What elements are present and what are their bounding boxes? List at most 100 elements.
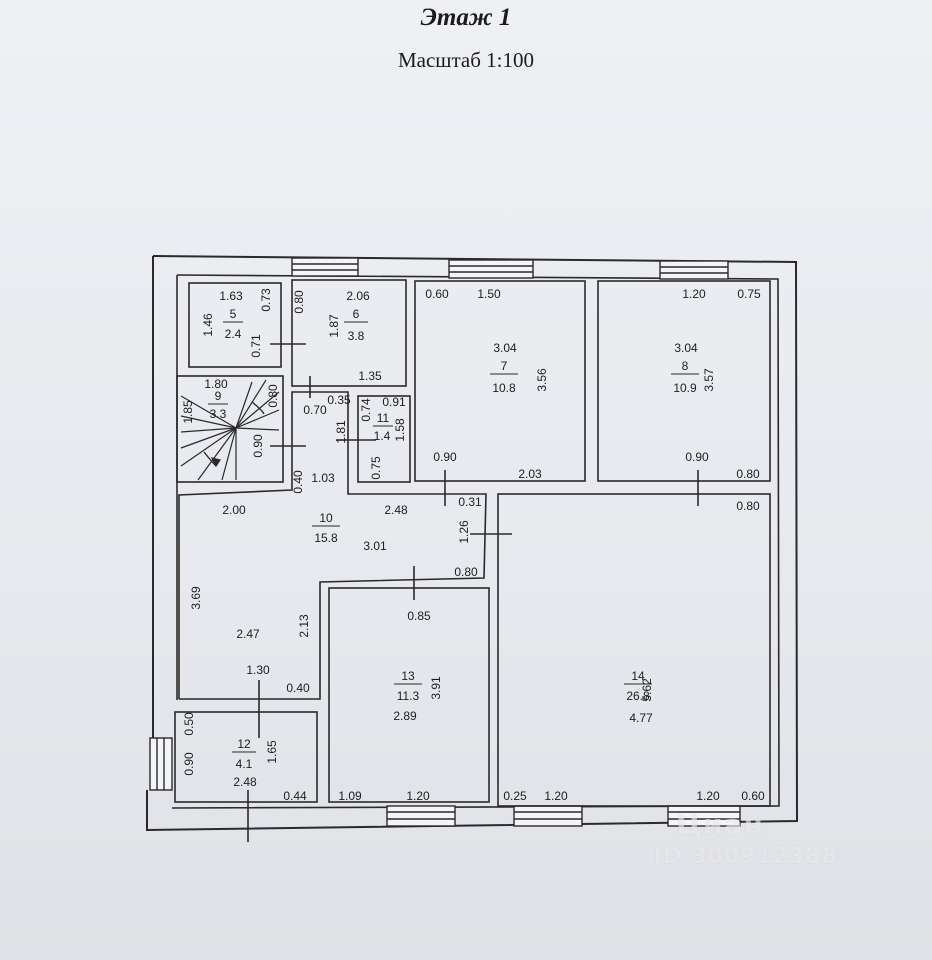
scale-label: Масштаб 1:100 xyxy=(397,48,534,72)
dim-label: 1.09 xyxy=(338,789,362,803)
window-room-12 xyxy=(149,737,173,791)
room-11-outline xyxy=(357,395,411,483)
dim-label: 1.58 xyxy=(393,418,407,442)
room-10-number: 10 xyxy=(319,511,333,525)
room-6-area: 3.8 xyxy=(348,329,365,343)
dim-label: 1.03 xyxy=(311,471,335,485)
room-9-area: 3.3 xyxy=(210,407,227,421)
room-10-outline xyxy=(178,391,487,700)
dim-label: 2.48 xyxy=(384,503,408,517)
dim-label: 3.04 xyxy=(674,341,698,355)
dim-label: 0.60 xyxy=(425,287,449,301)
room-11-number: 11 xyxy=(377,411,390,425)
dim-label: 0.75 xyxy=(369,456,383,480)
room-9-number: 9 xyxy=(215,389,222,403)
door-marks xyxy=(247,343,699,842)
dim-label: 2.03 xyxy=(518,467,542,481)
dim-label: 1.20 xyxy=(544,789,568,803)
room-10-area: 15.8 xyxy=(314,531,338,545)
dim-label: 0.74 xyxy=(359,398,373,422)
dim-label: 1.20 xyxy=(696,789,720,803)
window-room-14-left xyxy=(513,805,583,827)
dim-label: 3.56 xyxy=(535,368,549,392)
dim-label: 0.71 xyxy=(249,334,263,358)
dim-label: 0.50 xyxy=(182,712,196,736)
room-5-area: 2.4 xyxy=(225,327,242,341)
room-7-area: 10.8 xyxy=(492,381,516,395)
dim-label: 0.80 xyxy=(266,384,280,408)
dim-label: 1.35 xyxy=(358,369,382,383)
dim-label: 0.90 xyxy=(251,434,265,458)
dim-label: 1.87 xyxy=(327,314,341,338)
dim-label: 0.25 xyxy=(503,789,527,803)
dim-label: 0.40 xyxy=(286,681,310,695)
dim-label: 5.62 xyxy=(640,678,654,702)
dim-label: 1.20 xyxy=(406,789,430,803)
watermark-id: ID 300912388 xyxy=(654,844,838,869)
outer-wall-outer-line xyxy=(146,255,799,832)
room-8-area: 10.9 xyxy=(673,381,697,395)
room-8-number: 8 xyxy=(682,359,689,373)
room-12-number: 12 xyxy=(237,737,251,751)
dim-label: 1.50 xyxy=(477,287,501,301)
room-12-area: 4.1 xyxy=(236,757,253,771)
dim-label: 2.13 xyxy=(297,614,311,638)
dim-label: 0.31 xyxy=(458,495,482,509)
room-6-outline xyxy=(291,279,407,387)
dim-label: 3.69 xyxy=(189,586,203,610)
room-13-number: 13 xyxy=(401,669,415,683)
dim-label: 0.44 xyxy=(283,789,307,803)
dim-label: 1.26 xyxy=(457,520,471,544)
room-7-number: 7 xyxy=(501,359,508,373)
room-14-area: 26.8 xyxy=(626,689,650,703)
dim-label: 0.85 xyxy=(407,609,431,623)
dim-label: 1.80 xyxy=(204,377,228,391)
dim-label: 0.90 xyxy=(182,752,196,776)
watermark-brand: Циан xyxy=(676,808,764,841)
dim-label: 0.60 xyxy=(741,789,765,803)
room-13-area: 11.3 xyxy=(397,689,420,703)
room-9-outline xyxy=(176,375,284,483)
page-title: Этаж 1 xyxy=(420,4,512,31)
window-room-6 xyxy=(291,257,359,277)
window-room-13 xyxy=(386,805,456,827)
dim-label: 0.80 xyxy=(454,565,478,579)
dim-label: 0.40 xyxy=(291,470,305,494)
window-room-8 xyxy=(659,260,729,280)
dim-label: 0.80 xyxy=(736,499,760,513)
room-5-number: 5 xyxy=(230,307,237,321)
dim-label: 1.85 xyxy=(181,400,195,424)
dim-label: 0.90 xyxy=(433,450,457,464)
dim-label: 0.73 xyxy=(259,288,273,312)
window-room-14-right xyxy=(667,805,741,827)
dim-label: 3.04 xyxy=(493,341,517,355)
dim-label: 1.81 xyxy=(334,420,348,444)
room-6-number: 6 xyxy=(353,307,360,321)
dim-label: 0.70 xyxy=(303,403,327,417)
dim-label: 2.47 xyxy=(236,627,260,641)
dim-label: 0.90 xyxy=(685,450,709,464)
window-room-7 xyxy=(448,259,534,279)
stairs-room-9 xyxy=(180,379,280,481)
dim-label: 0.35 xyxy=(327,393,351,407)
room-13-outline xyxy=(328,587,490,803)
windows xyxy=(149,257,741,827)
dim-label: 0.75 xyxy=(737,287,761,301)
dim-label: 2.89 xyxy=(393,709,417,723)
dim-label: 2.48 xyxy=(233,775,257,789)
dim-label: 1.20 xyxy=(682,287,706,301)
dim-label: 4.77 xyxy=(629,711,653,725)
dimension-labels: 1.63 0.73 1.46 0.71 0.80 2.06 1.87 1.35 … xyxy=(181,287,765,803)
room-5-outline xyxy=(188,282,282,368)
dim-label: 1.46 xyxy=(201,313,215,337)
room-8-outline xyxy=(597,280,771,482)
dim-label: 3.57 xyxy=(702,368,716,392)
room-14-number: 14 xyxy=(631,669,645,683)
dim-label: 0.91 xyxy=(382,395,406,409)
dim-label: 1.63 xyxy=(219,289,243,303)
dim-label: 0.80 xyxy=(736,467,760,481)
dim-label: 2.00 xyxy=(222,503,246,517)
room-11-area: 1.4 xyxy=(374,429,391,443)
room-14-outline xyxy=(497,493,771,807)
